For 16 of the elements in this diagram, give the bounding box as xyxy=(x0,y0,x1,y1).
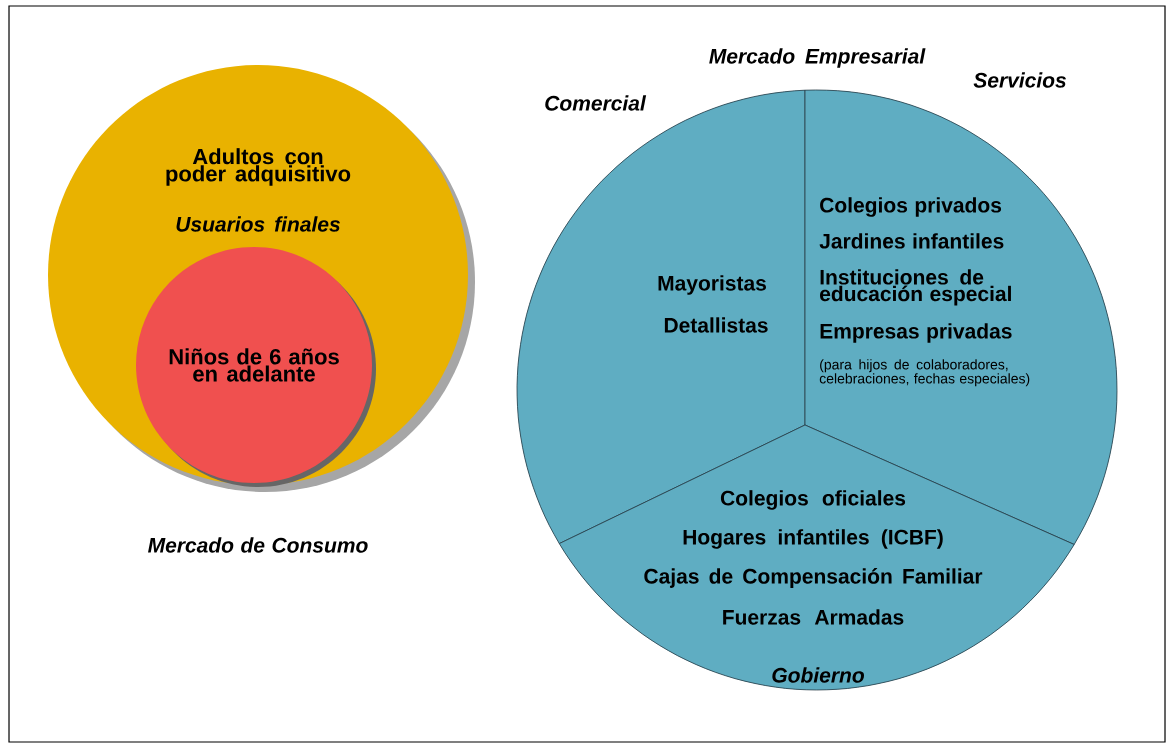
sector-heading: Comercial xyxy=(545,95,647,111)
sector-item: Mayoristas xyxy=(658,275,766,295)
sector-heading: Servicios xyxy=(973,72,1066,88)
sector-heading: Gobierno xyxy=(772,667,864,683)
sector-item: Cajas de Compensación Familiar xyxy=(644,568,983,588)
heading: Mercado Empresarial xyxy=(709,48,926,68)
sector-item: Detallistas xyxy=(664,317,768,333)
sector-item: Hogares infantiles (ICBF) xyxy=(683,529,943,549)
sector-item: Instituciones de educación especial xyxy=(820,269,1011,306)
sector-item: Colegios privados xyxy=(820,197,1002,217)
note-text: (para hijos de colaboradores, celebraciones, fechas especiales) xyxy=(819,359,1030,387)
node-label: Mercado de Consumo xyxy=(148,537,368,553)
sector-item: Colegios oficiales xyxy=(720,490,906,510)
sector-item: Empresas privadas xyxy=(820,323,1012,343)
sector-item: Fuerzas Armadas xyxy=(723,609,904,625)
sector-item: Jardines infantiles xyxy=(819,233,1004,249)
